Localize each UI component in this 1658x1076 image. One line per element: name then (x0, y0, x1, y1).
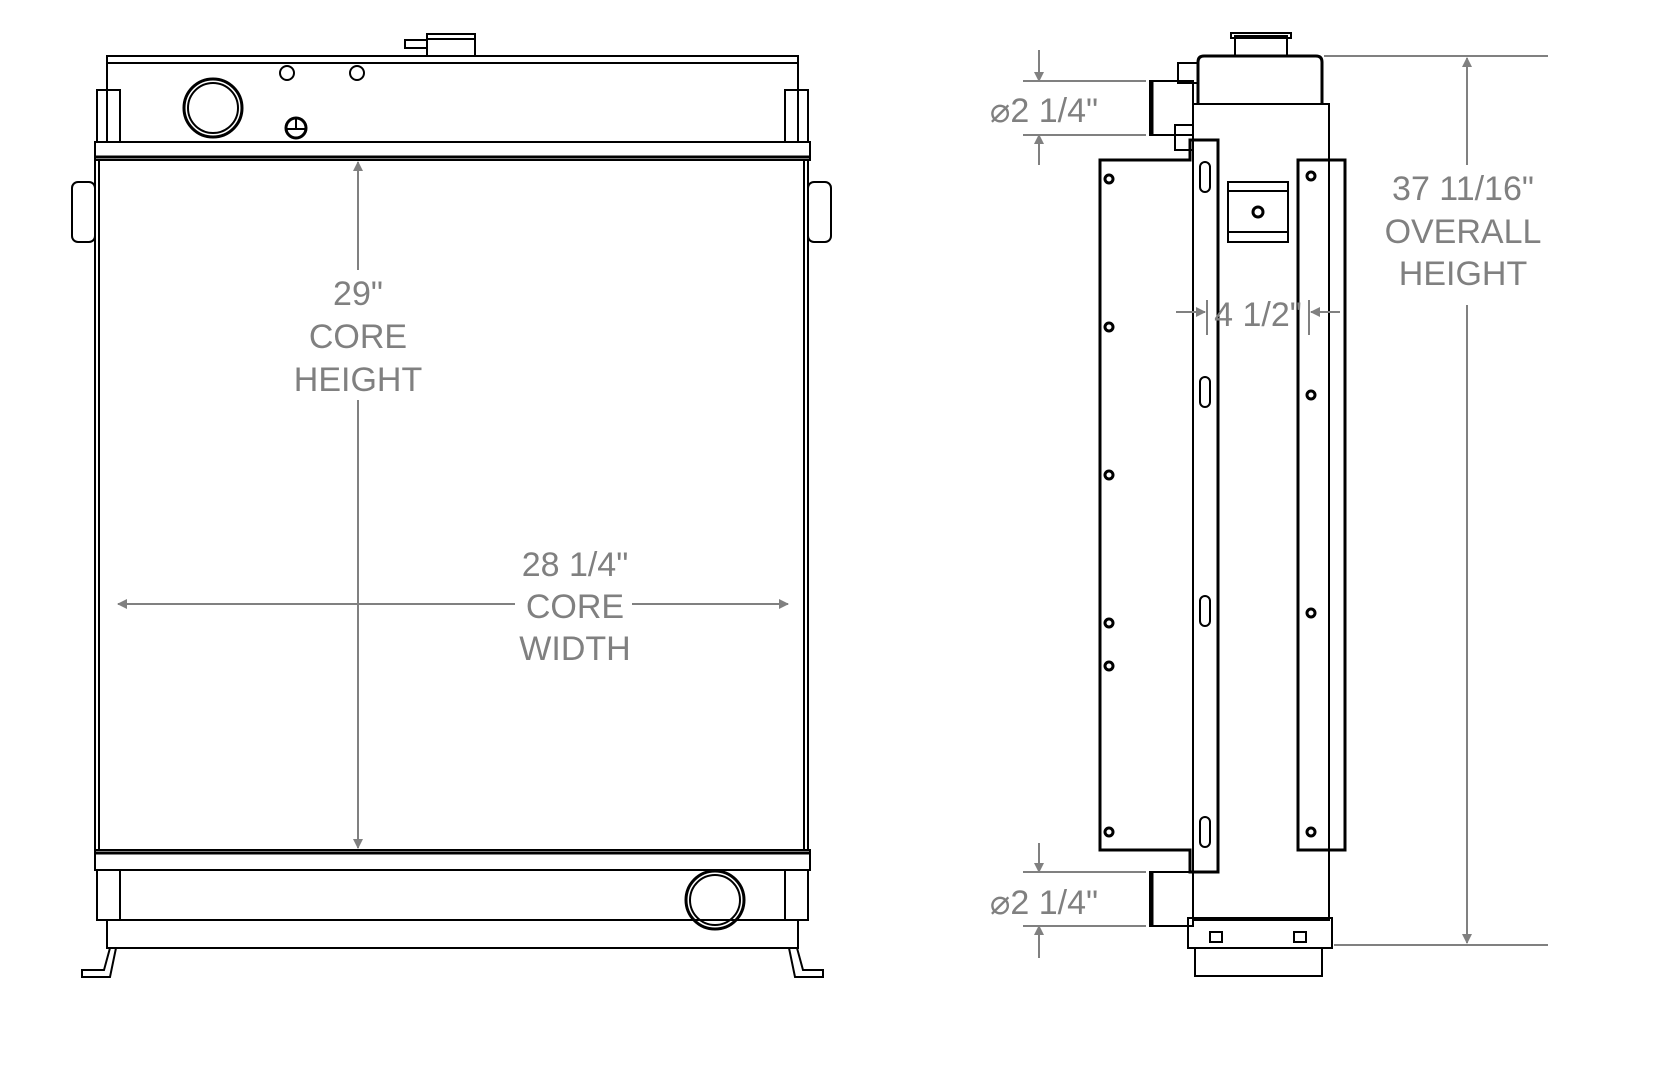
filler-neck (404, 33, 476, 57)
core-height-label: CORE (309, 318, 407, 356)
core-depth-dimension: 4 1/2" (1176, 296, 1340, 335)
core (94, 159, 809, 851)
inlet-port (182, 77, 244, 139)
drain-plug (284, 116, 308, 140)
center-mount-bracket (1227, 181, 1289, 243)
front-view: 29" CORE HEIGHT 28 1/4" CORE WIDTH (71, 33, 832, 978)
side-outlet-pipe (1149, 871, 1194, 927)
right-mount-bracket (807, 181, 832, 243)
core-width-value: 28 1/4" (522, 546, 629, 584)
side-inlet-pipe (1149, 62, 1199, 151)
side-top-tank (1196, 54, 1324, 104)
core-width-label: CORE (526, 588, 624, 626)
base-feet (81, 919, 824, 978)
side-body (1192, 103, 1330, 921)
side-view: ⌀2 1/4" ⌀2 1/4" 4 1/2" 37 11/16" OVERALL… (990, 32, 1548, 977)
top-tank (96, 55, 809, 143)
inlet-diameter-dimension: ⌀2 1/4" (990, 50, 1146, 165)
left-side-panel (1098, 138, 1220, 874)
core-width-label: WIDTH (519, 630, 630, 668)
core-height-label: HEIGHT (294, 361, 422, 399)
core-height-dimension: 29" CORE HEIGHT (294, 161, 422, 849)
adjustment-slots (1199, 161, 1211, 848)
outlet-diameter-dimension: ⌀2 1/4" (990, 843, 1146, 958)
port-hole (279, 65, 295, 81)
inlet-diameter-value: ⌀2 1/4" (990, 92, 1098, 130)
overall-height-value: 37 11/16" (1392, 170, 1534, 208)
outlet-port (684, 869, 746, 931)
overall-height-dimension: 37 11/16" OVERALL HEIGHT (1324, 55, 1548, 946)
panel-holes (1103, 170, 1317, 838)
overall-height-label: OVERALL (1385, 213, 1542, 251)
side-filler-neck (1230, 32, 1292, 57)
port-hole (349, 65, 365, 81)
core-height-value: 29" (333, 275, 383, 313)
overall-height-label: HEIGHT (1399, 255, 1527, 293)
core-width-dimension: 28 1/4" CORE WIDTH (117, 546, 789, 668)
outlet-diameter-value: ⌀2 1/4" (990, 884, 1098, 922)
side-base-bracket (1187, 917, 1333, 977)
core-depth-value: 4 1/2" (1214, 296, 1302, 334)
right-side-panel (1296, 158, 1347, 852)
left-mount-bracket (71, 181, 96, 243)
